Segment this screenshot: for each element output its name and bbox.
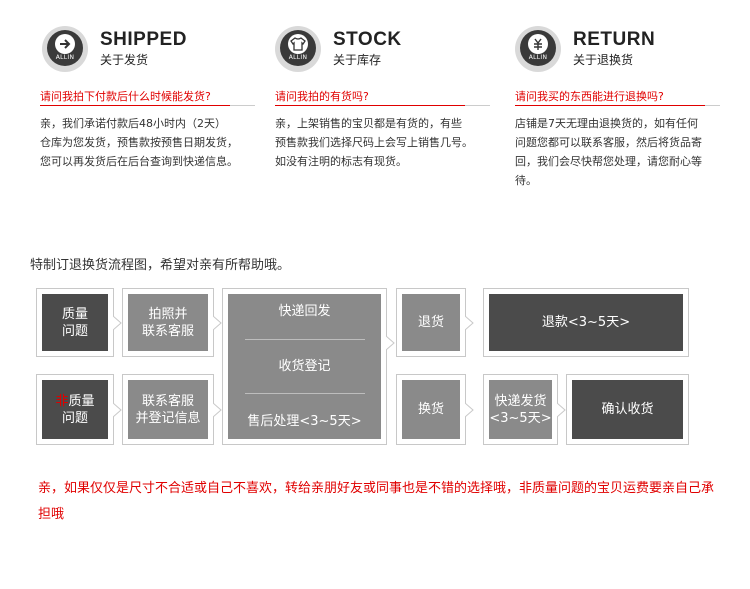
flow-box-quality-issue: 质量问题 xyxy=(36,288,114,357)
return-badge: ALLIN xyxy=(515,26,561,72)
section-subtitle-stock: 关于库存 xyxy=(333,53,382,67)
answer-line: 预售款我们选择尺码上会写上销售几号。 xyxy=(275,136,473,149)
flow-box-exchange-ship: 快递发货<3~5天> xyxy=(483,374,558,445)
flow-box-refund: 退款<3~5天> xyxy=(483,288,689,357)
flow-box-non-quality-issue: 非质量问题 xyxy=(36,374,114,445)
flow-text: 问题 xyxy=(61,323,88,339)
flow-text: 问题 xyxy=(61,410,88,426)
divider xyxy=(244,338,365,340)
arrow-right-icon xyxy=(55,34,75,54)
answer-line: 亲，上架销售的宝贝都是有货的，有些 xyxy=(275,117,462,130)
flow-text: 并登记信息 xyxy=(135,410,201,426)
flow-intro: 特制订退换货流程图，希望对亲有所帮助哦。 xyxy=(30,258,291,273)
grey-underline xyxy=(465,105,490,106)
arrow-connector xyxy=(465,316,474,330)
flow-box-exchange: 换货 xyxy=(396,374,466,445)
flow-text: 确认收货 xyxy=(572,380,683,439)
flow-text: 联系客服 xyxy=(141,393,194,409)
grey-underline xyxy=(705,105,720,106)
answer-shipped: 亲，我们承诺付款后48小时内（2天） 仓库为您发货，预售款按预售日期发货， 您可… xyxy=(40,114,260,171)
answer-stock: 亲，上架销售的宝贝都是有货的，有些 预售款我们选择尺码上会写上销售几号。 如没有… xyxy=(275,114,500,171)
red-underline xyxy=(275,105,465,106)
arrow-connector xyxy=(557,403,566,417)
divider xyxy=(244,393,365,395)
flow-step-receive-register: 收货登记 xyxy=(278,358,331,374)
arrow-connector xyxy=(465,403,474,417)
flow-step-after-sales: 售后处理<3~5天> xyxy=(247,413,362,429)
flow-step-return-ship: 快递回发 xyxy=(278,304,331,320)
red-underline xyxy=(40,105,230,106)
answer-line: 仓库为您发货，预售款按预售日期发货， xyxy=(40,136,238,149)
flow-text: 质量 xyxy=(68,393,95,409)
arrow-connector xyxy=(213,316,222,330)
flow-text: <3~5天> xyxy=(489,410,552,426)
allin-label: ALLIN xyxy=(55,54,75,61)
section-title-shipped: SHIPPED xyxy=(100,29,187,50)
question-shipped: 请问我拍下付款后什么时候能发货? xyxy=(40,90,211,103)
section-subtitle-shipped: 关于发货 xyxy=(100,53,149,67)
red-underline xyxy=(515,105,705,106)
flow-text: 退款<3~5天> xyxy=(489,294,683,351)
flow-box-confirm-receipt: 确认收货 xyxy=(566,374,689,445)
stock-badge: ALLIN xyxy=(275,26,321,72)
flow-text: 退货 xyxy=(402,294,460,351)
answer-line: 回，我们会尽快帮您处理，请您耐心等 xyxy=(515,155,702,168)
arrow-connector xyxy=(386,336,395,350)
question-return: 请问我买的东西能进行退换吗? xyxy=(515,90,664,103)
flow-text: 质量 xyxy=(61,306,88,322)
answer-line: 店铺是7天无理由退换货的，如有任何 xyxy=(515,117,698,130)
allin-label: ALLIN xyxy=(288,54,308,61)
flow-text: 快递发货 xyxy=(494,393,547,409)
flow-box-photo-contact: 拍照并联系客服 xyxy=(122,288,214,357)
tshirt-icon xyxy=(288,34,308,54)
answer-line: 待。 xyxy=(515,174,537,187)
answer-line: 问题您都可以联系客服，然后将货品寄 xyxy=(515,136,702,149)
flow-box-return: 退货 xyxy=(396,288,466,357)
answer-line: 您可以再发货后在后台查询到快递信息。 xyxy=(40,155,238,168)
shipped-badge: ALLIN xyxy=(42,26,88,72)
answer-return: 店铺是7天无理由退换货的，如有任何 问题您都可以联系客服，然后将货品寄 回，我们… xyxy=(515,114,725,190)
non-mark: 非 xyxy=(55,393,69,409)
answer-line: 如没有注明的标志有现货。 xyxy=(275,155,407,168)
flow-text: 联系客服 xyxy=(141,323,194,339)
allin-label: ALLIN xyxy=(528,54,548,61)
arrow-connector xyxy=(213,403,222,417)
flow-box-contact-register: 联系客服并登记信息 xyxy=(122,374,214,445)
section-title-stock: STOCK xyxy=(333,29,402,50)
arrow-connector xyxy=(113,403,122,417)
grey-underline xyxy=(230,105,255,106)
footer-note: 亲，如果仅仅是尺寸不合适或自己不喜欢，转给亲朋好友或同事也是不错的选择哦，非质量… xyxy=(38,481,715,522)
section-title-return: RETURN xyxy=(573,29,656,50)
arrow-connector xyxy=(113,316,122,330)
flow-text: 换货 xyxy=(402,380,460,439)
section-subtitle-return: 关于退换货 xyxy=(573,53,634,67)
yen-return-icon xyxy=(528,34,548,54)
answer-line: 亲，我们承诺付款后48小时内（2天） xyxy=(40,117,226,130)
flow-box-after-sales: 快递回发 收货登记 售后处理<3~5天> xyxy=(222,288,387,445)
question-stock: 请问我拍的有货吗? xyxy=(275,90,369,103)
flow-text: 拍照并 xyxy=(148,306,188,322)
